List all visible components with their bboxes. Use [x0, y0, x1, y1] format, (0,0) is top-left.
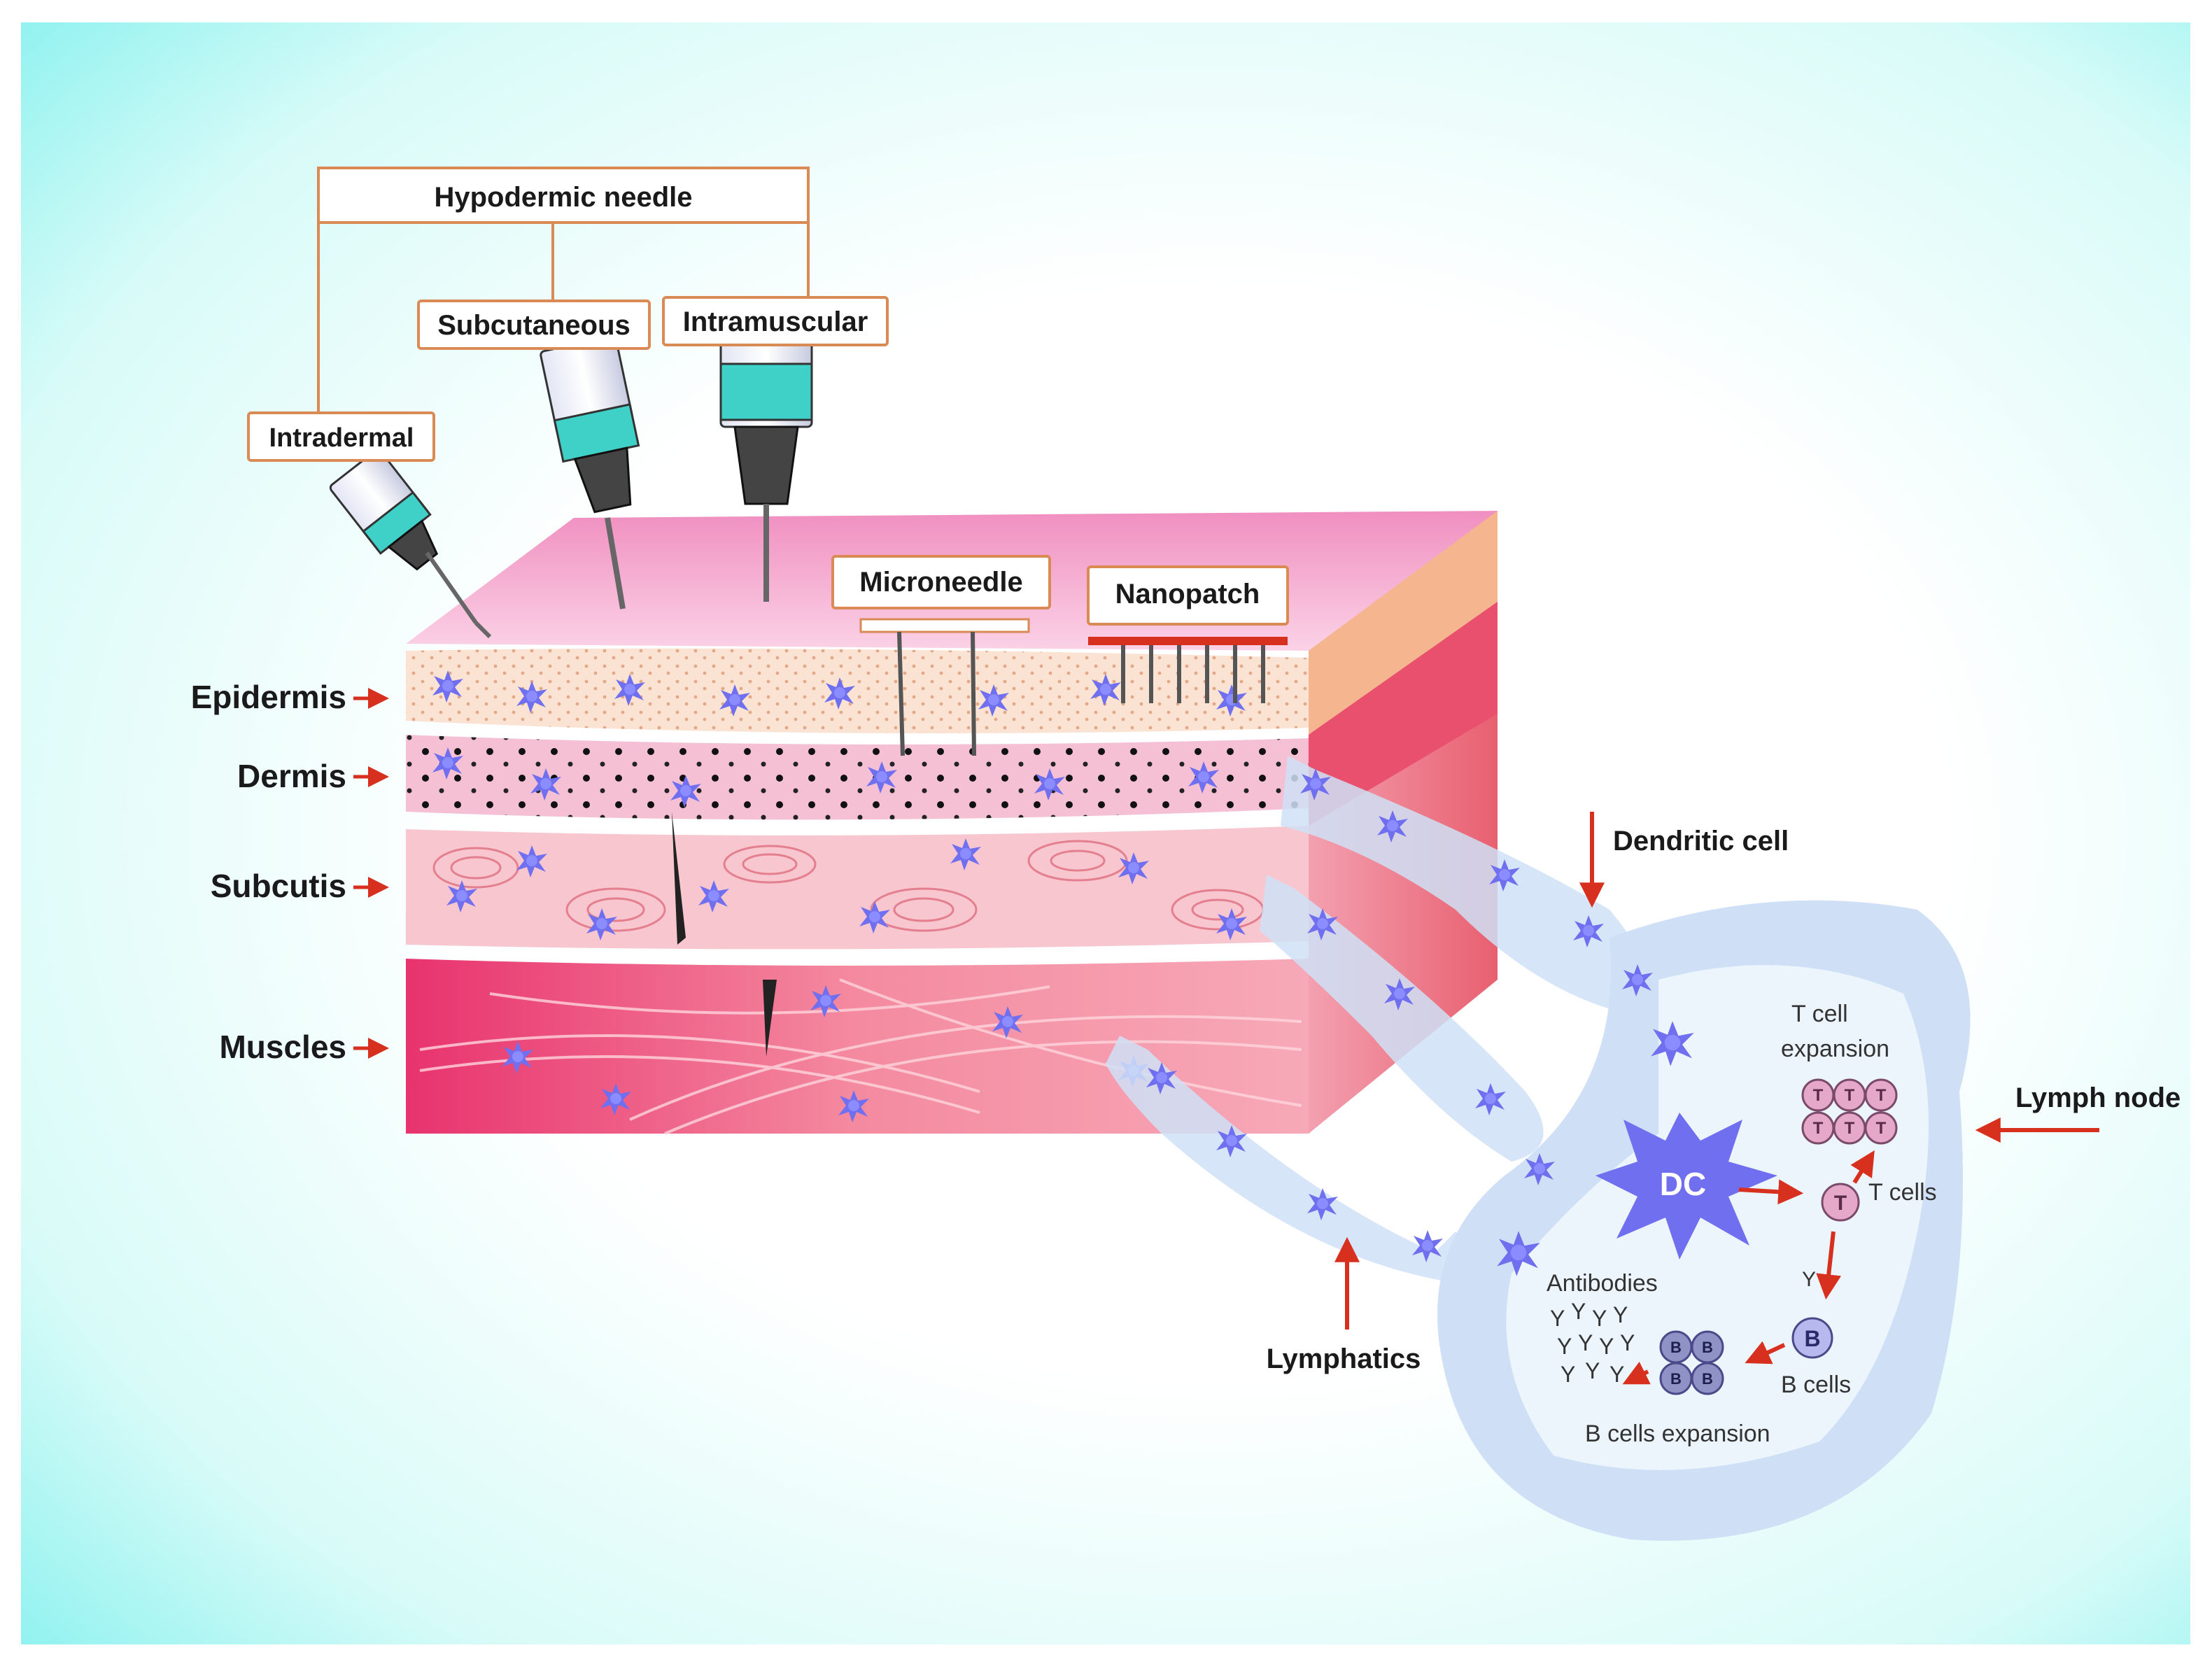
b-cell-letter: B — [1702, 1339, 1713, 1356]
b-cell-letter: B — [1670, 1370, 1682, 1388]
t-cell-expansion-group: T T T T T T — [1801, 1078, 1898, 1145]
svg-text:Y: Y — [1578, 1330, 1593, 1355]
nanopatch-label: Nanopatch — [1115, 579, 1260, 609]
subcutaneous-syringe — [540, 335, 686, 945]
b-cell — [1791, 1317, 1833, 1359]
svg-text:Y: Y — [1557, 1334, 1572, 1359]
b-cell-expansion-group: B B B B — [1659, 1330, 1724, 1395]
b-cell-letter: B — [1702, 1370, 1713, 1388]
intradermal-syringe — [329, 449, 492, 639]
side-epidermis — [1309, 511, 1498, 735]
t-cell-letter: T — [1834, 1192, 1847, 1215]
subcutis-layer — [406, 826, 1309, 950]
dendritic-cell-label: Dendritic cell — [1613, 826, 1789, 856]
b-to-expansion-arrow — [1745, 1341, 1786, 1365]
dermis-label: Dermis — [237, 758, 346, 794]
svg-text:Y: Y — [1620, 1330, 1635, 1355]
label-boxes — [247, 296, 1289, 626]
hypodermic-needle-label: Hypodermic needle — [434, 182, 692, 213]
antibody-glyph: Y — [1802, 1268, 1816, 1291]
subcutaneous-label: Subcutaneous — [437, 310, 631, 341]
svg-text:Y: Y — [1609, 1362, 1624, 1387]
subcutis-label: Subcutis — [211, 868, 346, 904]
t-cell-letter: T — [1845, 1086, 1855, 1105]
side-dermis — [1309, 602, 1498, 826]
intramuscular-label: Intramuscular — [683, 306, 868, 337]
microneedle-patch — [859, 618, 1030, 756]
svg-text:Y: Y — [1571, 1299, 1586, 1324]
lymphatic-vessels — [1106, 756, 1651, 1281]
layer-labels: Epidermis Dermis Subcutis Muscles — [191, 679, 389, 1065]
t-cell-expansion-label-line2: expansion — [1781, 1036, 1889, 1062]
svg-text:Y: Y — [1561, 1362, 1575, 1387]
epidermis-label: Epidermis — [191, 679, 346, 715]
expansion-to-antibodies-arrow — [1622, 1362, 1651, 1385]
dermis-layer — [406, 735, 1309, 820]
intramuscular-syringe — [719, 334, 813, 1057]
t-cell-letter: T — [1813, 1086, 1824, 1105]
t-cell-letter: T — [1876, 1086, 1887, 1105]
svg-text:Y: Y — [1585, 1358, 1600, 1383]
lymphatics-label: Lymphatics — [1267, 1344, 1421, 1374]
t-expansion-arrow — [1850, 1150, 1875, 1184]
b-cell-letter: B — [1804, 1326, 1820, 1351]
dc-cell: DC — [1595, 1113, 1777, 1260]
svg-text:Y: Y — [1599, 1334, 1614, 1359]
intramuscular-needle-tip — [763, 980, 777, 1057]
intradermal-label: Intradermal — [269, 423, 414, 453]
b-cells-label: B cells — [1781, 1372, 1851, 1398]
muscles-label: Muscles — [219, 1029, 346, 1065]
t-cell-letter: T — [1845, 1119, 1855, 1138]
b-cell-letter: B — [1670, 1339, 1682, 1356]
epidermis-layer — [406, 648, 1309, 733]
t-cell-expansion-label-line1: T cell — [1791, 1001, 1848, 1027]
antibodies-label: Antibodies — [1547, 1270, 1658, 1297]
microneedle-label: Microneedle — [859, 567, 1022, 598]
t-cell-letter: T — [1813, 1119, 1824, 1138]
svg-text:Y: Y — [1613, 1302, 1628, 1327]
subcutaneous-needle-tip — [672, 812, 686, 945]
t-cell — [1821, 1183, 1860, 1222]
lymph-node-label: Lymph node — [2015, 1083, 2181, 1113]
dc-label: DC — [1660, 1166, 1706, 1202]
svg-text:Y: Y — [1592, 1306, 1607, 1331]
dc-to-t-arrow — [1738, 1179, 1804, 1205]
svg-text:Y: Y — [1550, 1306, 1565, 1331]
hypodermic-bracket — [317, 167, 810, 413]
nanopatch-device — [1088, 637, 1288, 703]
t-to-b-arrow — [1816, 1231, 1842, 1300]
t-cells-label: T cells — [1868, 1179, 1937, 1206]
b-cells-expansion-label: B cells expansion — [1585, 1420, 1770, 1447]
t-cell-letter: T — [1876, 1119, 1887, 1138]
